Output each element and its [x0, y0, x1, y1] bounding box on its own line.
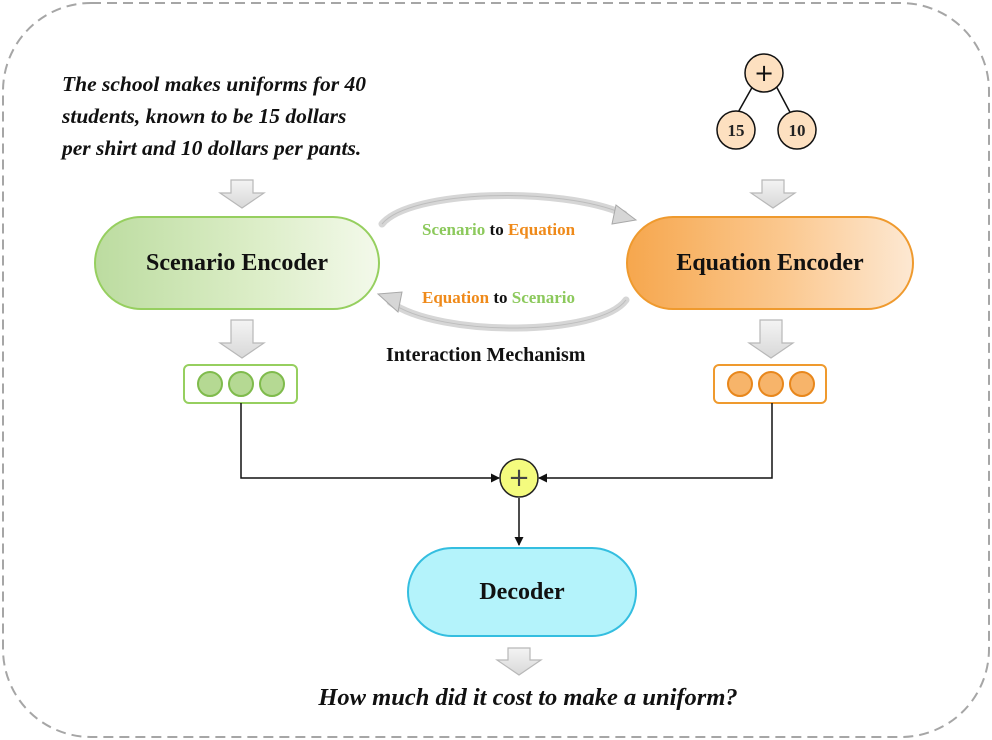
tree-left-node	[716, 110, 756, 150]
decoder-label: Decoder	[479, 578, 565, 605]
scenario-to-equation-label: Scenario to Equation	[422, 220, 575, 240]
tree-edge-right	[774, 83, 793, 117]
scenario-vector-cell	[228, 371, 254, 397]
problem-text-line: The school makes uniforms for 40	[62, 72, 367, 96]
tree-root-symbol: +	[754, 59, 774, 87]
interaction-arrow-top-head	[611, 204, 638, 225]
flow-arrow-scenario-to-vector	[218, 319, 266, 359]
tree-left-value: 15	[728, 121, 745, 140]
s2e-target: Equation	[507, 220, 576, 239]
tree-right-value: 10	[789, 121, 806, 140]
decoder: Decoder	[407, 547, 637, 637]
problem-text-line: students, known to be 15 dollars	[62, 104, 347, 128]
e2s-target: Scenario	[511, 288, 576, 307]
flow-arrow-equation-to-vector	[747, 319, 795, 359]
equation-encoder-label: Equation Encoder	[676, 249, 864, 276]
equation-encoder: Equation Encoder	[626, 216, 914, 310]
interaction-arrow-bottom-head	[376, 291, 403, 313]
output-question: How much did it cost to make a uniform?	[318, 684, 738, 711]
connector-scenario-to-fusion	[240, 403, 500, 483]
tree-root-node	[744, 53, 784, 93]
flow-arrow-text-to-scenario	[218, 179, 266, 209]
flow-arrow-tree-to-equation	[749, 179, 797, 209]
s2e-connector: to	[489, 220, 504, 239]
problem-text: The school makes uniforms for 40 student…	[62, 68, 442, 164]
equation-vector-cell	[789, 371, 815, 397]
connector-equation-to-fusion	[538, 403, 773, 483]
s2e-source: Scenario	[422, 220, 486, 239]
scenario-encoder-label: Scenario Encoder	[146, 249, 328, 276]
scenario-encoder: Scenario Encoder	[94, 216, 380, 310]
interaction-mechanism-label: Interaction Mechanism	[386, 344, 586, 366]
problem-text-line: per shirt and 10 dollars per pants.	[62, 136, 362, 160]
flow-arrow-decoder-to-question	[495, 647, 543, 676]
tree-right-node	[777, 110, 817, 150]
fusion-symbol: +	[508, 463, 530, 493]
fusion-node	[499, 458, 539, 498]
scenario-vector-cell	[259, 371, 285, 397]
e2s-source: Equation	[422, 288, 490, 307]
equation-to-scenario-label: Equation to Scenario	[422, 288, 575, 308]
equation-vector-cell	[727, 371, 753, 397]
equation-vector-cell	[758, 371, 784, 397]
e2s-connector: to	[493, 288, 508, 307]
scenario-vector-cell	[197, 371, 223, 397]
